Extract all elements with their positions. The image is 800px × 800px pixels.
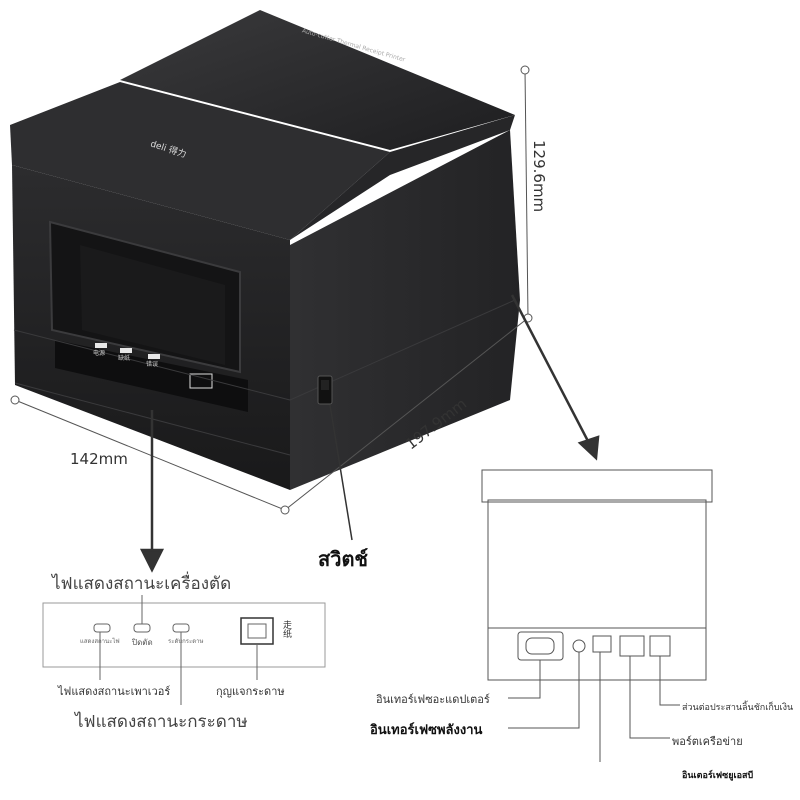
paper-led-label: ไฟแสดงสถานะกระดาษ [75,712,248,732]
printer-front-lid [10,82,390,240]
printer-side-face [290,130,520,490]
usb-interface-label: อินเตอร์เฟซยูเอสบี [682,771,754,781]
dimension-lines [10,65,533,515]
led3-caption: ระดับกระดาษ [168,638,204,645]
adapter-interface-label: อินเทอร์เฟซอะแดปเตอร์ [376,693,490,706]
power-interface-label: อินเทอร์เฟซพลังงาน [370,723,483,738]
led1-caption: แสดงสถานะไฟ [80,638,120,645]
printer-top-lid [120,10,515,150]
front-btn1-text: 电源 [93,350,106,357]
rear-panel-drawing [481,469,713,762]
network-port-label: พอร์ตเครือข่าย [672,735,743,748]
callout-arrows [139,294,600,573]
control-strip [55,340,248,412]
printer-body [10,10,520,490]
width-dimension: 142mm [70,450,128,468]
led2-caption: ปิดตัด [132,638,153,647]
feed-key-caption: 走纸 [281,620,291,638]
switch-label: สวิตช์ [318,547,368,571]
cash-drawer-interface-label: ส่วนต่อประสานลิ้นชักเก็บเงิน [682,703,794,713]
front-btn3-text: 错误 [146,361,159,368]
height-dimension: 129.6mm [530,140,548,213]
front-panel-drawing [42,595,326,705]
feed-key-label: กุญแจกระดาษ [216,685,285,698]
front-btn2-text: 缺纸 [118,355,131,362]
cutter-led-title: ไฟแสดงสถานะเครื่องตัด [52,574,232,594]
power-led-label: ไฟแสดงสถานะเพาเวอร์ [58,685,171,698]
